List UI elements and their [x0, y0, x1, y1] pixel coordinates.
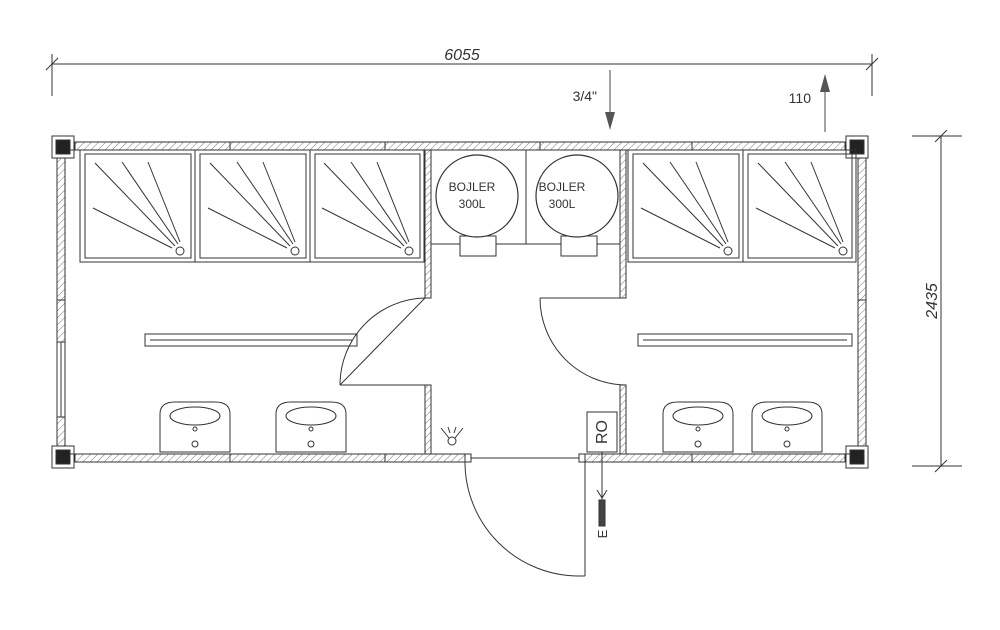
boiler-1-label-1: BOJLER — [449, 180, 496, 194]
electric-supply-label: E — [595, 529, 610, 538]
distribution-board: RO — [586, 411, 618, 453]
drain-outlet-arrow — [820, 74, 830, 132]
interior-doors — [339, 297, 627, 386]
boiler-2: BOJLER 300L — [535, 154, 619, 257]
drain-outlet-label: 110 — [789, 90, 812, 106]
washbasin — [662, 401, 734, 453]
boiler-1-label-2: 300L — [459, 197, 486, 211]
washbasin — [751, 401, 823, 453]
depth-dimension-label: 2435 — [924, 283, 941, 320]
left-window — [56, 341, 66, 418]
depth-dimension — [912, 129, 962, 473]
water-inlet-label: 3/4" — [573, 88, 597, 104]
washbasins — [159, 401, 823, 453]
partition-walls — [424, 149, 627, 455]
benches — [144, 333, 853, 347]
washbasin — [275, 401, 347, 453]
width-dimension-label: 6055 — [444, 47, 480, 64]
entrance-door — [464, 453, 586, 577]
electric-supply-icon — [596, 452, 608, 527]
width-dimension — [45, 54, 879, 96]
boiler-1: BOJLER 300L — [435, 154, 519, 257]
distribution-board-label: RO — [594, 420, 611, 444]
water-inlet-arrow — [605, 70, 615, 130]
boiler-2-label-2: 300L — [549, 197, 576, 211]
washbasin — [159, 401, 231, 453]
corner-posts — [51, 135, 869, 469]
shower-cabins — [79, 149, 857, 263]
shower-sprays — [92, 161, 848, 256]
light-fixture-icon — [440, 426, 464, 446]
boiler-2-label-1: BOJLER — [539, 180, 586, 194]
